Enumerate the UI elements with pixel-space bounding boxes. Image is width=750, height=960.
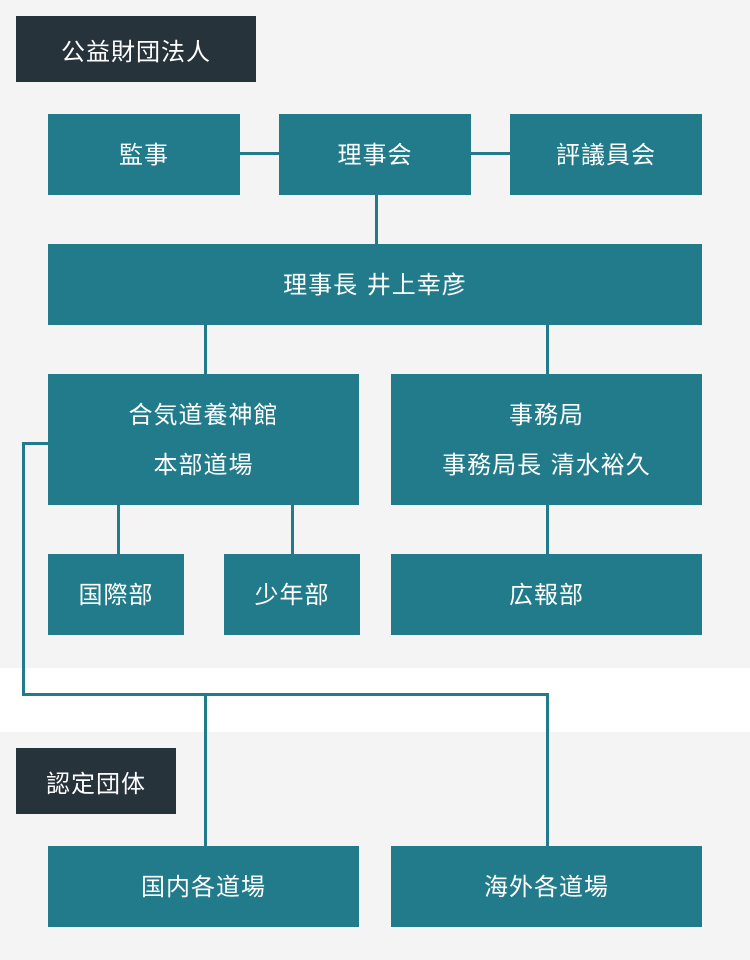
corporation-tag: 公益財団法人 [16, 16, 256, 82]
connector-chairman-hombu [204, 325, 207, 375]
connector-domestic-dojos [204, 693, 207, 847]
connector-hombu-left-vertical [22, 442, 25, 696]
connector-board-councilors [470, 152, 510, 155]
connector-auditor-board [240, 152, 280, 155]
chairman-box: 理事長 井上幸彦 [48, 244, 702, 325]
international-dept-label: 国際部 [78, 580, 154, 609]
board-label: 理事会 [337, 140, 413, 169]
connector-chairman-office [546, 325, 549, 375]
youth-dept-box: 少年部 [224, 554, 360, 635]
connector-hombu-international [117, 505, 120, 555]
auditor-label: 監事 [119, 140, 169, 169]
connector-hombu-left-stub [22, 442, 49, 445]
hombu-dojo-label-line2: 本部道場 [153, 450, 254, 479]
councilors-box: 評議員会 [510, 114, 702, 195]
board-box: 理事会 [279, 114, 471, 195]
overseas-dojos-label: 海外各道場 [484, 872, 609, 901]
domestic-dojos-label: 国内各道場 [141, 872, 266, 901]
councilors-label: 評議員会 [556, 140, 656, 169]
domestic-dojos-box: 国内各道場 [48, 846, 359, 927]
connector-office-pr [546, 505, 549, 555]
hombu-dojo-label-line1: 合気道養神館 [128, 400, 279, 429]
connector-certified-horizontal [22, 693, 549, 696]
connector-overseas-dojos [546, 693, 549, 847]
office-label-line2: 事務局長 清水裕久 [442, 450, 651, 479]
pr-dept-box: 広報部 [391, 554, 702, 635]
international-dept-box: 国際部 [48, 554, 184, 635]
certified-tag: 認定団体 [16, 748, 176, 814]
overseas-dojos-box: 海外各道場 [391, 846, 702, 927]
youth-dept-label: 少年部 [254, 580, 330, 609]
chairman-label: 理事長 井上幸彦 [283, 270, 467, 299]
office-box: 事務局 事務局長 清水裕久 [391, 374, 702, 505]
connector-hombu-youth [291, 505, 294, 555]
pr-dept-label: 広報部 [509, 580, 584, 609]
auditor-box: 監事 [48, 114, 240, 195]
hombu-dojo-box: 合気道養神館 本部道場 [48, 374, 359, 505]
office-label-line1: 事務局 [509, 400, 584, 429]
connector-board-chairman [375, 195, 378, 245]
